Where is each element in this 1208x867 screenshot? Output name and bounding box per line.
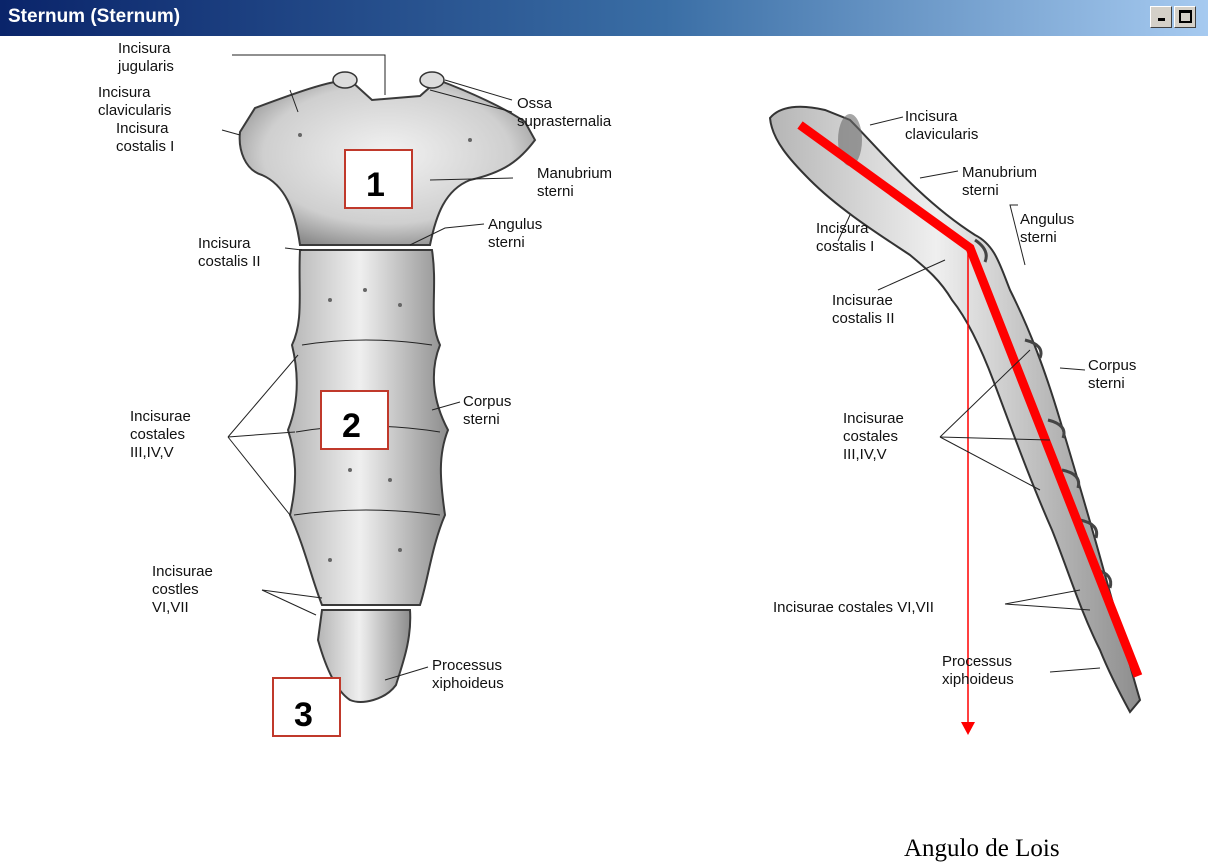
marker-1: 1 xyxy=(345,150,412,208)
label-r-processus-xiphoideus: Processus xiphoideus xyxy=(942,653,1016,688)
caption-angulo-de-lois: Angulo de Lois xyxy=(904,835,1060,862)
label-angulus-sterni: Angulus sterni xyxy=(488,216,546,251)
label-incisura-costalis-ii: Incisura costalis II xyxy=(198,235,261,270)
label-manubrium-sterni: Manubrium sterni xyxy=(537,165,616,200)
window-titlebar[interactable]: Sternum (Sternum) xyxy=(0,0,1208,36)
arrow-head-icon xyxy=(961,722,975,735)
label-incisurae-costales-iii-v: Incisurae costales III,IV,V xyxy=(130,408,195,461)
label-r-angulus-sterni: Angulus sterni xyxy=(1020,211,1078,246)
label-r-incisurae-costales-vi-vii: Incisurae costales VI,VII xyxy=(773,599,934,616)
sternum-lateral-view: Incisura clavicularis Manubrium sterni A… xyxy=(770,107,1141,735)
svg-text:2: 2 xyxy=(342,407,361,445)
minimize-button[interactable] xyxy=(1150,6,1172,28)
maximize-button[interactable] xyxy=(1174,6,1196,28)
sternum-anterior-view: Incisura jugularis Incisura clavicularis… xyxy=(98,40,616,736)
label-incisura-costalis-i: Incisura costalis I xyxy=(116,120,174,155)
lateral-bone-shape xyxy=(770,107,1140,712)
label-r-manubrium-sterni: Manubrium sterni xyxy=(962,164,1041,199)
label-incisura-jugularis: Incisura jugularis xyxy=(117,40,175,75)
minimize-icon xyxy=(1158,18,1165,21)
label-incisurae-costles-vi-vii: Incisurae costles VI,VII xyxy=(152,563,217,616)
sternum-illustration: Incisura jugularis Incisura clavicularis… xyxy=(0,36,1208,867)
svg-text:3: 3 xyxy=(294,696,313,734)
label-r-incisura-costalis-i: Incisura costalis I xyxy=(816,220,874,255)
maximize-icon xyxy=(1179,10,1192,23)
window-title: Sternum (Sternum) xyxy=(8,6,180,28)
label-r-incisura-clavicularis: Incisura clavicularis xyxy=(905,108,978,143)
label-corpus-sterni: Corpus sterni xyxy=(463,393,516,428)
label-processus-xiphoideus: Processus xiphoideus xyxy=(432,657,506,692)
label-ossa-suprasternalia: Ossa suprasternalia xyxy=(517,95,612,130)
svg-text:1: 1 xyxy=(366,166,385,204)
label-r-incisurae-costalis-ii: Incisurae costalis II xyxy=(832,292,897,327)
label-r-incisurae-costales-iii-v: Incisurae costales III,IV,V xyxy=(843,410,908,463)
label-incisura-clavicularis: Incisura clavicularis xyxy=(98,84,171,119)
label-r-corpus-sterni: Corpus sterni xyxy=(1088,357,1141,392)
marker-3: 3 xyxy=(273,678,340,736)
marker-2: 2 xyxy=(321,391,388,449)
